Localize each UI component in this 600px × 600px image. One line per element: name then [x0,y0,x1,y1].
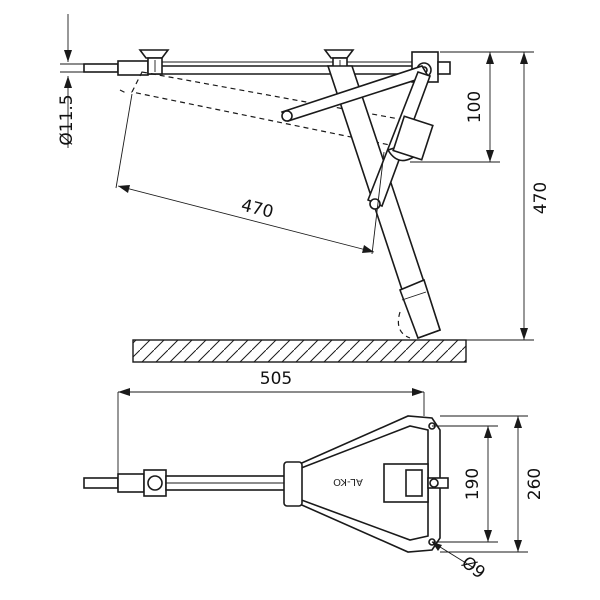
brand-mark: AL-KO [333,476,363,487]
label-inner-width: 190 [463,468,483,500]
foot-arc [397,311,411,339]
label-total-height: 470 [531,182,551,214]
triangle-frame [283,415,441,553]
dimension-arm-length: 470 [115,93,385,255]
label-height-offset: 100 [465,91,485,123]
dimension-hole-diameter: Ø9 [431,541,489,584]
top-hinge-housing [383,463,449,503]
dimension-total-height: 470 [450,51,551,341]
label-total-length: 505 [260,369,292,389]
dimension-pin-diameter: Ø11.5 [57,14,90,148]
label-pin-diameter: Ø11.5 [57,94,77,145]
top-view: 505 AL-KO [83,369,545,584]
folded-support-outline [119,71,433,153]
latch-lever [386,115,434,162]
drawbar-tube [83,60,430,76]
clamp-mount-left [138,49,170,75]
dimension-total-length: 505 [117,369,425,476]
dimension-outer-width: 260 [440,415,545,553]
label-outer-width: 260 [525,468,545,500]
side-view: Ø11.5 100 470 470 [57,14,551,363]
label-hole-diameter: Ø9 [457,553,488,584]
ground-hatch [132,339,467,363]
dimension-inner-width: 190 [432,425,498,543]
